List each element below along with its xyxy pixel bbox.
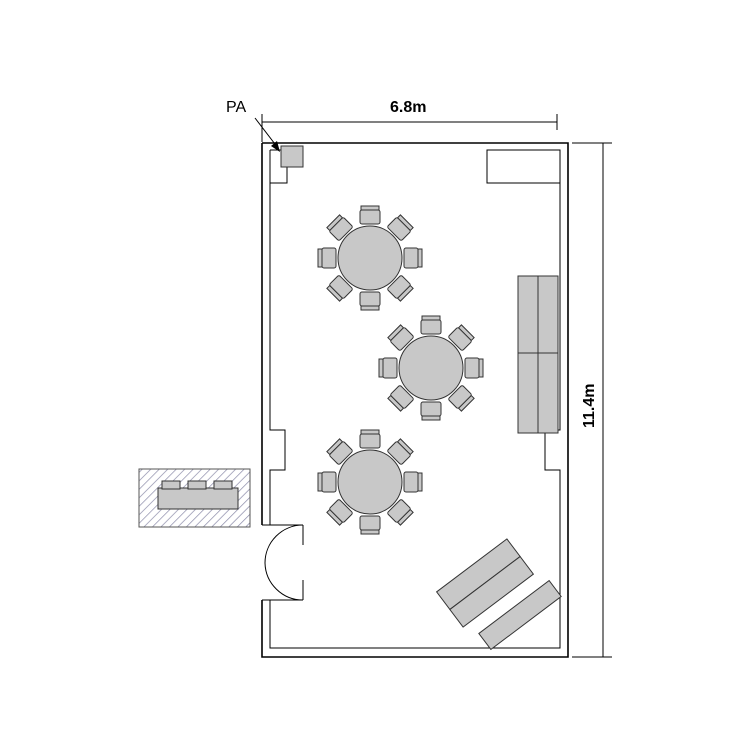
chair[interactable] bbox=[420, 315, 442, 335]
chair[interactable] bbox=[326, 438, 353, 465]
length-label: 11.4m bbox=[581, 384, 598, 428]
pa-label: PA bbox=[226, 99, 280, 152]
chair[interactable] bbox=[326, 499, 353, 526]
double-door[interactable] bbox=[264, 524, 304, 601]
chair[interactable] bbox=[387, 324, 414, 351]
chair[interactable] bbox=[403, 471, 423, 493]
chair[interactable] bbox=[420, 401, 442, 421]
pa-speaker bbox=[280, 145, 304, 168]
chair[interactable] bbox=[448, 324, 475, 351]
chair[interactable] bbox=[387, 214, 414, 241]
chair[interactable] bbox=[464, 357, 484, 379]
chair[interactable] bbox=[387, 275, 414, 302]
buffet-tables[interactable] bbox=[517, 275, 559, 434]
chair[interactable] bbox=[359, 515, 381, 535]
round-table-1[interactable] bbox=[317, 205, 423, 311]
chair[interactable] bbox=[359, 429, 381, 449]
chair[interactable] bbox=[387, 499, 414, 526]
width-label: 6.8m bbox=[390, 99, 426, 116]
room-walls bbox=[261, 142, 569, 658]
chairs-table-1 bbox=[317, 205, 423, 311]
chair[interactable] bbox=[317, 471, 337, 493]
chairs-table-2 bbox=[378, 315, 484, 421]
chair[interactable] bbox=[448, 385, 475, 412]
chair[interactable] bbox=[378, 357, 398, 379]
angled-tables[interactable] bbox=[435, 538, 562, 651]
table-top-2 bbox=[398, 335, 464, 401]
length-dimension: 11.4m bbox=[572, 142, 612, 658]
outside-bench bbox=[138, 468, 251, 528]
chair[interactable] bbox=[359, 205, 381, 225]
chairs-table-3 bbox=[317, 429, 423, 535]
chair[interactable] bbox=[317, 247, 337, 269]
chair[interactable] bbox=[387, 438, 414, 465]
chair[interactable] bbox=[359, 291, 381, 311]
round-table-3[interactable] bbox=[317, 429, 423, 535]
chair[interactable] bbox=[326, 275, 353, 302]
table-top-3 bbox=[337, 449, 403, 515]
table-top-1 bbox=[337, 225, 403, 291]
chair[interactable] bbox=[326, 214, 353, 241]
chair[interactable] bbox=[403, 247, 423, 269]
round-table-2[interactable] bbox=[378, 315, 484, 421]
chair[interactable] bbox=[387, 385, 414, 412]
pa-label-text: PA bbox=[226, 99, 246, 116]
width-dimension: 6.8m bbox=[261, 99, 558, 142]
